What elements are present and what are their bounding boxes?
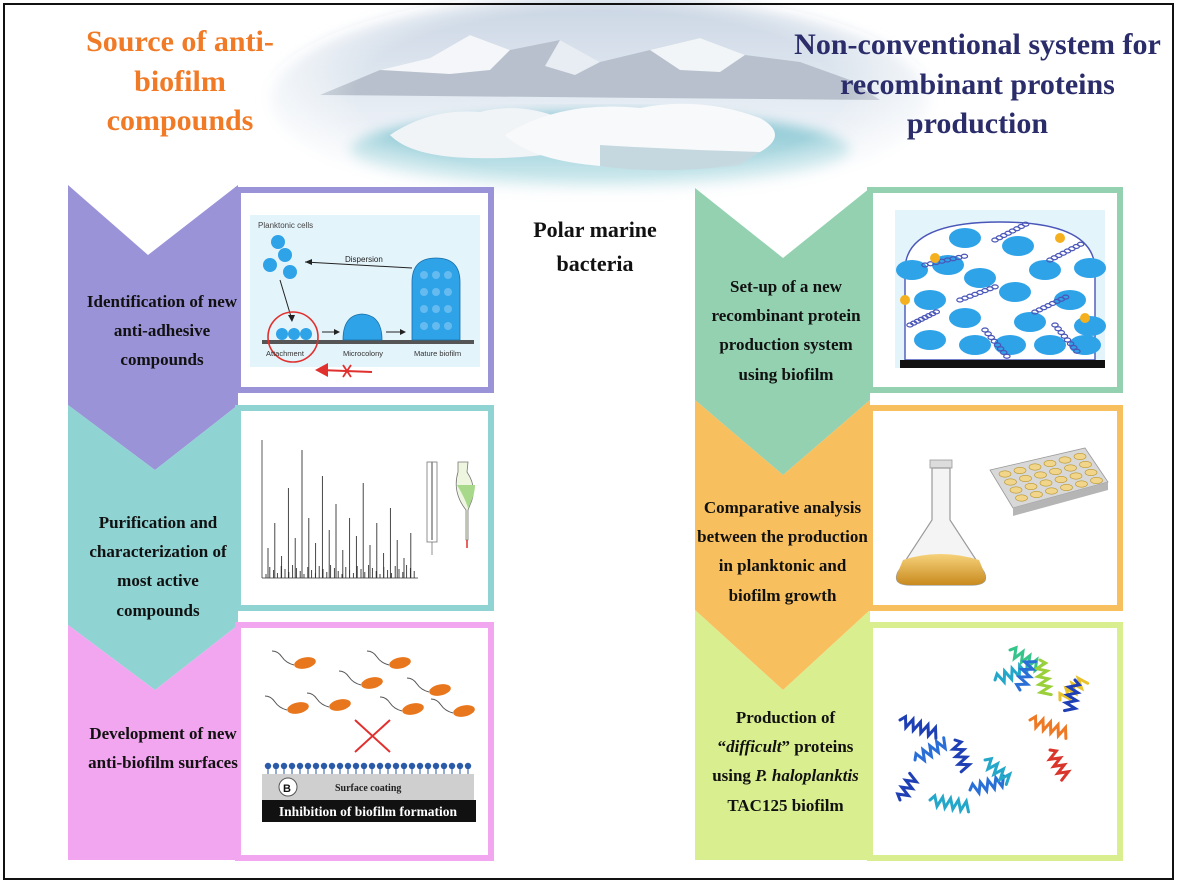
attachment-label: Attachment	[266, 349, 305, 358]
left-step-1-label: Identification of new anti-adhesive comp…	[86, 292, 238, 370]
right-step-3-pre: Production of “	[717, 708, 836, 757]
left-step-2-label: Purification and characterization of mos…	[89, 513, 227, 620]
surface-coating-figure: B Surface coating Inhibition of biofilm …	[262, 650, 476, 822]
left-frame-3	[235, 622, 494, 861]
center-label: Polar marine bacteria	[533, 217, 657, 277]
right-frame-3	[867, 622, 1123, 861]
right-step-2-label: Comparative analysis between the product…	[697, 498, 868, 605]
panel-letter-b: B	[283, 783, 291, 795]
right-step-1-label: Set-up of a new recombinant protein prod…	[711, 277, 861, 384]
biofilm-protein-figure	[895, 210, 1106, 368]
microcolony-label: Microcolony	[343, 349, 383, 358]
left-arrow-2	[68, 405, 238, 690]
mature-biofilm-label: Mature biofilm	[414, 349, 461, 358]
chromatogram-figure	[261, 440, 475, 579]
protein-structures-figure	[895, 645, 1090, 815]
right-step-3-mid: ” proteins using	[712, 737, 854, 786]
right-step-3-label: Production of “difficult” proteins using…	[703, 703, 868, 820]
flask-plate-figure	[895, 447, 1109, 586]
surface-coating-label: Surface coating	[335, 783, 401, 794]
right-arrow-2	[695, 400, 870, 690]
planktonic-cells-label: Planktonic cells	[258, 221, 313, 230]
right-arrow-1	[695, 188, 870, 475]
right-step-3-italic: difficult	[726, 737, 782, 757]
left-step-3-label: Development of new anti-biofilm surfaces	[88, 724, 238, 773]
polar-landscape-image	[260, 0, 940, 220]
left-arrow-1	[68, 185, 238, 470]
inhibition-caption: Inhibition of biofilm formation	[279, 804, 458, 819]
left-arrow-3	[68, 625, 238, 860]
right-step-3-species: P. haloplanktis	[755, 766, 859, 786]
biofilm-lifecycle-figure: Planktonic cells Dispersion Attachment M…	[250, 215, 480, 378]
right-step-3-post: TAC125 biofilm	[727, 795, 844, 815]
right-arrow-3	[695, 610, 870, 860]
right-title: Non-conventional system for recombinant …	[794, 28, 1161, 141]
left-title: Source of anti-biofilm compounds	[86, 25, 274, 138]
left-frame-2	[235, 405, 494, 611]
dispersion-label: Dispersion	[345, 255, 383, 264]
